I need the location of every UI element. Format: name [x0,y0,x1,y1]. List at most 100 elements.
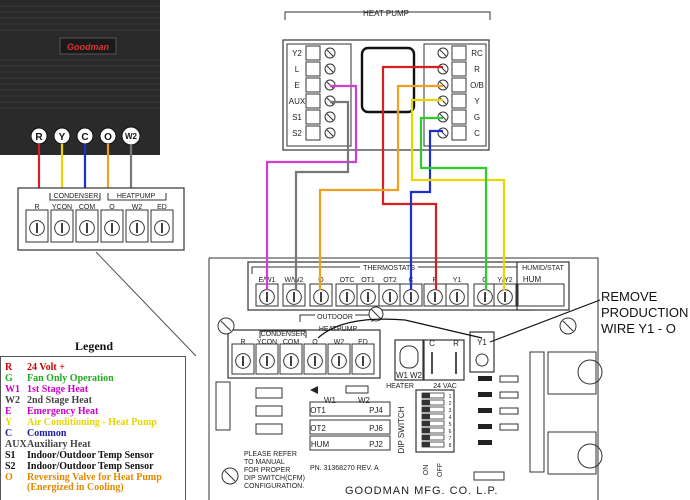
svg-text:HEATPUMP: HEATPUMP [117,193,156,200]
board-condenser-terminal-label: YCON [257,339,277,346]
legend-code: O [5,472,13,483]
svg-text:W2: W2 [358,396,371,405]
dip-number: 2 [449,401,452,407]
heat-pump-right-terminal-label: O/B [470,81,484,90]
heat-pump-left-terminal-label: S2 [292,129,302,138]
humidistat-label: HUMID/STAT [522,265,564,272]
dip-number: 6 [449,429,452,435]
legend-desc: Emergency Heat [27,406,99,417]
legend-item: R 24 Volt + [5,363,65,373]
svg-text:C: C [429,339,435,348]
condenser-block-terminal-label: YCON [52,204,72,211]
brand-logo: Goodman [67,42,110,52]
legend-desc: Common [27,428,67,439]
legend-desc: Indoor/Outdoor Temp Sensor [27,450,154,461]
svg-text:R: R [453,339,459,348]
svg-text:OT2: OT2 [310,424,326,433]
condenser-block-terminal-label: O [109,204,115,211]
legend-item: G Fan Only Operation [5,374,114,384]
board-condenser-terminal-label: COM [283,339,300,346]
condenser-terminal-label: O [104,132,112,143]
legend-desc: Reversing Valve for Heat Pump (Energized… [27,472,162,493]
legend-code: AUX [5,439,27,450]
thermostat-terminal-label: W/W2 [284,277,303,284]
condenser-block-terminal-label: W2 [132,204,143,211]
legend-item: W2 2nd Stage Heat [5,396,92,406]
dip-switch-label: DIP SWITCH [397,406,406,453]
thermostat-terminal-label: Y1 [453,277,462,284]
legend-desc: 2nd Stage Heat [27,395,92,406]
part-number: PN. 31368270 REV. A [310,465,379,472]
condenser-block-terminal-label: ED [157,204,167,211]
svg-text:W2: W2 [410,371,423,380]
dip-number: 8 [449,443,452,449]
svg-text:OT1: OT1 [310,406,326,415]
condenser-terminal-label: C [81,132,88,143]
legend-title: Legend [74,339,113,353]
legend-item: O Reversing Valve for Heat Pump (Energize… [5,473,177,493]
heater-label: HEATER [386,383,414,390]
legend-code: G [5,373,13,384]
heat-pump-left-terminal-label: Y2 [292,49,302,58]
svg-text:PJ6: PJ6 [369,424,383,433]
heat-pump-right-terminal-label: Y [474,97,480,106]
heat-pump-right-terminal-label: R [474,65,480,74]
board-condenser-terminal-label: ED [358,339,368,346]
svg-text:W1: W1 [324,396,337,405]
svg-text:W1: W1 [396,371,409,380]
condenser-block-terminal-label: COM [79,204,96,211]
dip-number: 7 [449,436,452,442]
remove-production-wire-note: REMOVE PRODUCTION WIRE Y1 - O [601,289,689,336]
thermostat-terminal-label: OT1 [361,277,375,284]
legend-code: W2 [5,395,20,406]
legend-code: S2 [5,461,16,472]
heat-pump-right-terminal-label: RC [471,49,483,58]
legend-code: C [5,428,13,439]
heat-pump-left-terminal-label: L [295,65,300,74]
legend-code: R [5,362,13,373]
thermostat-terminal-label: O [318,277,324,284]
legend-desc: 24 Volt + [27,362,65,373]
board-condenser-terminal-label: R [240,339,245,346]
manufacturer-label: GOODMAN MFG. CO. L.P. [345,485,498,497]
legend-desc: Indoor/Outdoor Temp Sensor [27,461,154,472]
heat-pump-right-terminal-label: G [474,113,480,122]
svg-text:HEATPUMP: HEATPUMP [319,326,358,333]
heat-pump-left-terminal-label: E [294,81,299,90]
vac-label: 24 VAC [433,383,457,390]
dip-number: 4 [449,415,452,421]
legend-desc: Fan Only Operation [27,373,114,384]
svg-text:ON: ON [423,465,430,476]
dip-number: 1 [449,394,452,400]
heat-pump-left-terminal-label: S1 [292,113,302,122]
production-wire [317,299,601,343]
thermostat-terminal-label: OTC [340,277,355,284]
y1-label: Y1 [477,338,487,347]
condenser-block-terminal-label: R [34,204,39,211]
svg-text:HUM: HUM [311,440,330,449]
condenser-terminal-label: W2 [125,132,138,141]
condenser-terminals: R Y C O W2 [30,126,141,146]
heat-pump-title: HEAT PUMP [363,9,409,18]
legend-desc: 1st Stage Heat [27,384,89,395]
dip-number: 3 [449,408,452,414]
heat-pump-right-terminal-label: C [474,129,480,138]
condenser-terminal-label: R [35,132,43,143]
condenser-terminal-label: Y [59,132,66,143]
legend-code: Y [5,417,13,428]
legend-code: E [5,406,12,417]
callout-line [95,251,197,357]
heat-pump-left-terminal-label: AUX [289,97,306,106]
legend-item: AUXAuxiliary Heat [5,440,91,450]
legend-item: S2 Indoor/Outdoor Temp Sensor [5,462,154,472]
board-condenser-terminal-label: O [312,339,318,346]
thermostat-terminal-label: OT2 [383,277,397,284]
dip-number: 5 [449,422,452,428]
